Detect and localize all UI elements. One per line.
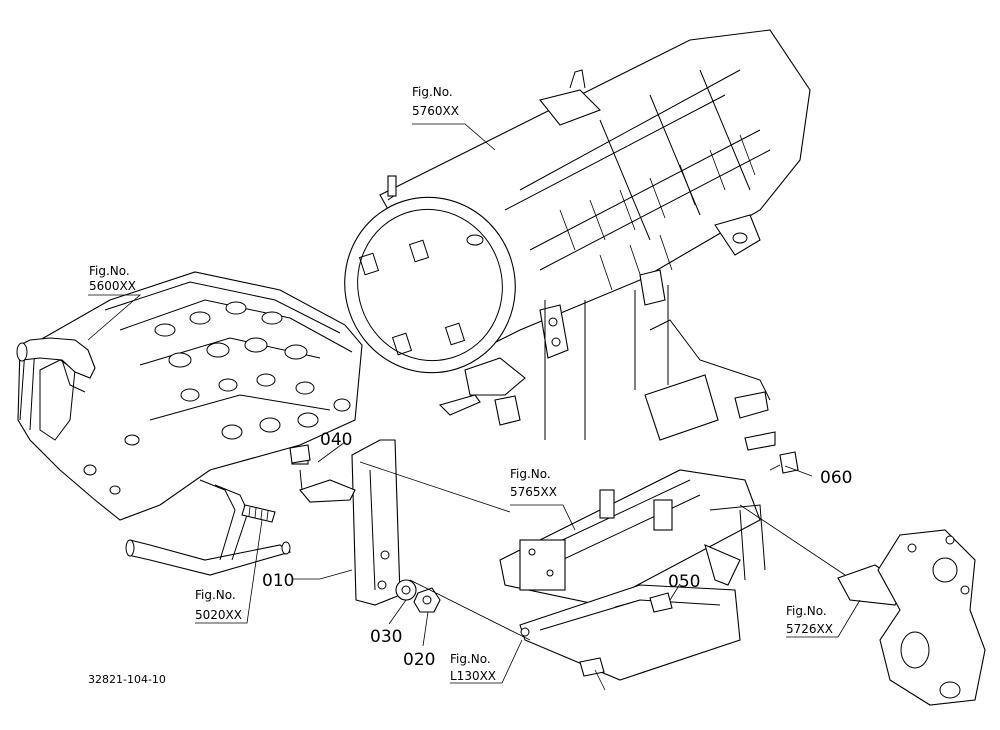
fig-ref-5600[interactable]: Fig.No. 5600XX (89, 264, 136, 293)
svg-text:5765XX: 5765XX (510, 485, 557, 499)
leader-lines (87, 123, 861, 684)
mounting-frame-drawing (499, 285, 771, 681)
svg-text:Fig.No.: Fig.No. (195, 588, 236, 602)
part-label-040[interactable]: 040 (320, 430, 352, 450)
part-label-030[interactable]: 030 (370, 627, 402, 647)
svg-text:L130XX: L130XX (450, 669, 496, 683)
hose-pipe-drawing (125, 479, 292, 576)
svg-text:Fig.No.: Fig.No. (510, 467, 551, 481)
dpf-muffler-drawing (344, 29, 811, 426)
svg-text:Fig.No.: Fig.No. (786, 604, 827, 618)
fig-ref-5726[interactable]: Fig.No. 5726XX (786, 604, 833, 636)
svg-text:5726XX: 5726XX (786, 622, 833, 636)
bolt-060-drawing (744, 431, 799, 474)
turbo-flange-drawing (739, 504, 986, 706)
svg-text:5020XX: 5020XX (195, 608, 242, 622)
svg-text:5760XX: 5760XX (412, 104, 459, 118)
part-label-020[interactable]: 020 (403, 650, 435, 670)
bolt-040-drawing (289, 444, 311, 464)
part-label-010[interactable]: 010 (262, 571, 294, 591)
svg-text:Fig.No.: Fig.No. (89, 264, 130, 278)
bracket-010-drawing (291, 439, 531, 641)
fig-ref-5760[interactable]: Fig.No. 5760XX (412, 85, 459, 118)
svg-text:5600XX: 5600XX (89, 279, 136, 293)
fig-ref-5765[interactable]: Fig.No. 5765XX (510, 467, 557, 499)
svg-text:Fig.No.: Fig.No. (412, 85, 453, 99)
svg-text:Fig.No.: Fig.No. (450, 652, 491, 666)
cylinder-head-drawing (16, 271, 363, 521)
fig-ref-5020[interactable]: Fig.No. 5020XX (195, 588, 242, 622)
drawing-code: 32821-104-10 (88, 673, 166, 686)
part-label-060[interactable]: 060 (820, 468, 852, 488)
fig-ref-L130[interactable]: Fig.No. L130XX (450, 652, 496, 683)
bottom-bolt-drawing (579, 657, 606, 691)
part-label-050[interactable]: 050 (668, 572, 700, 592)
